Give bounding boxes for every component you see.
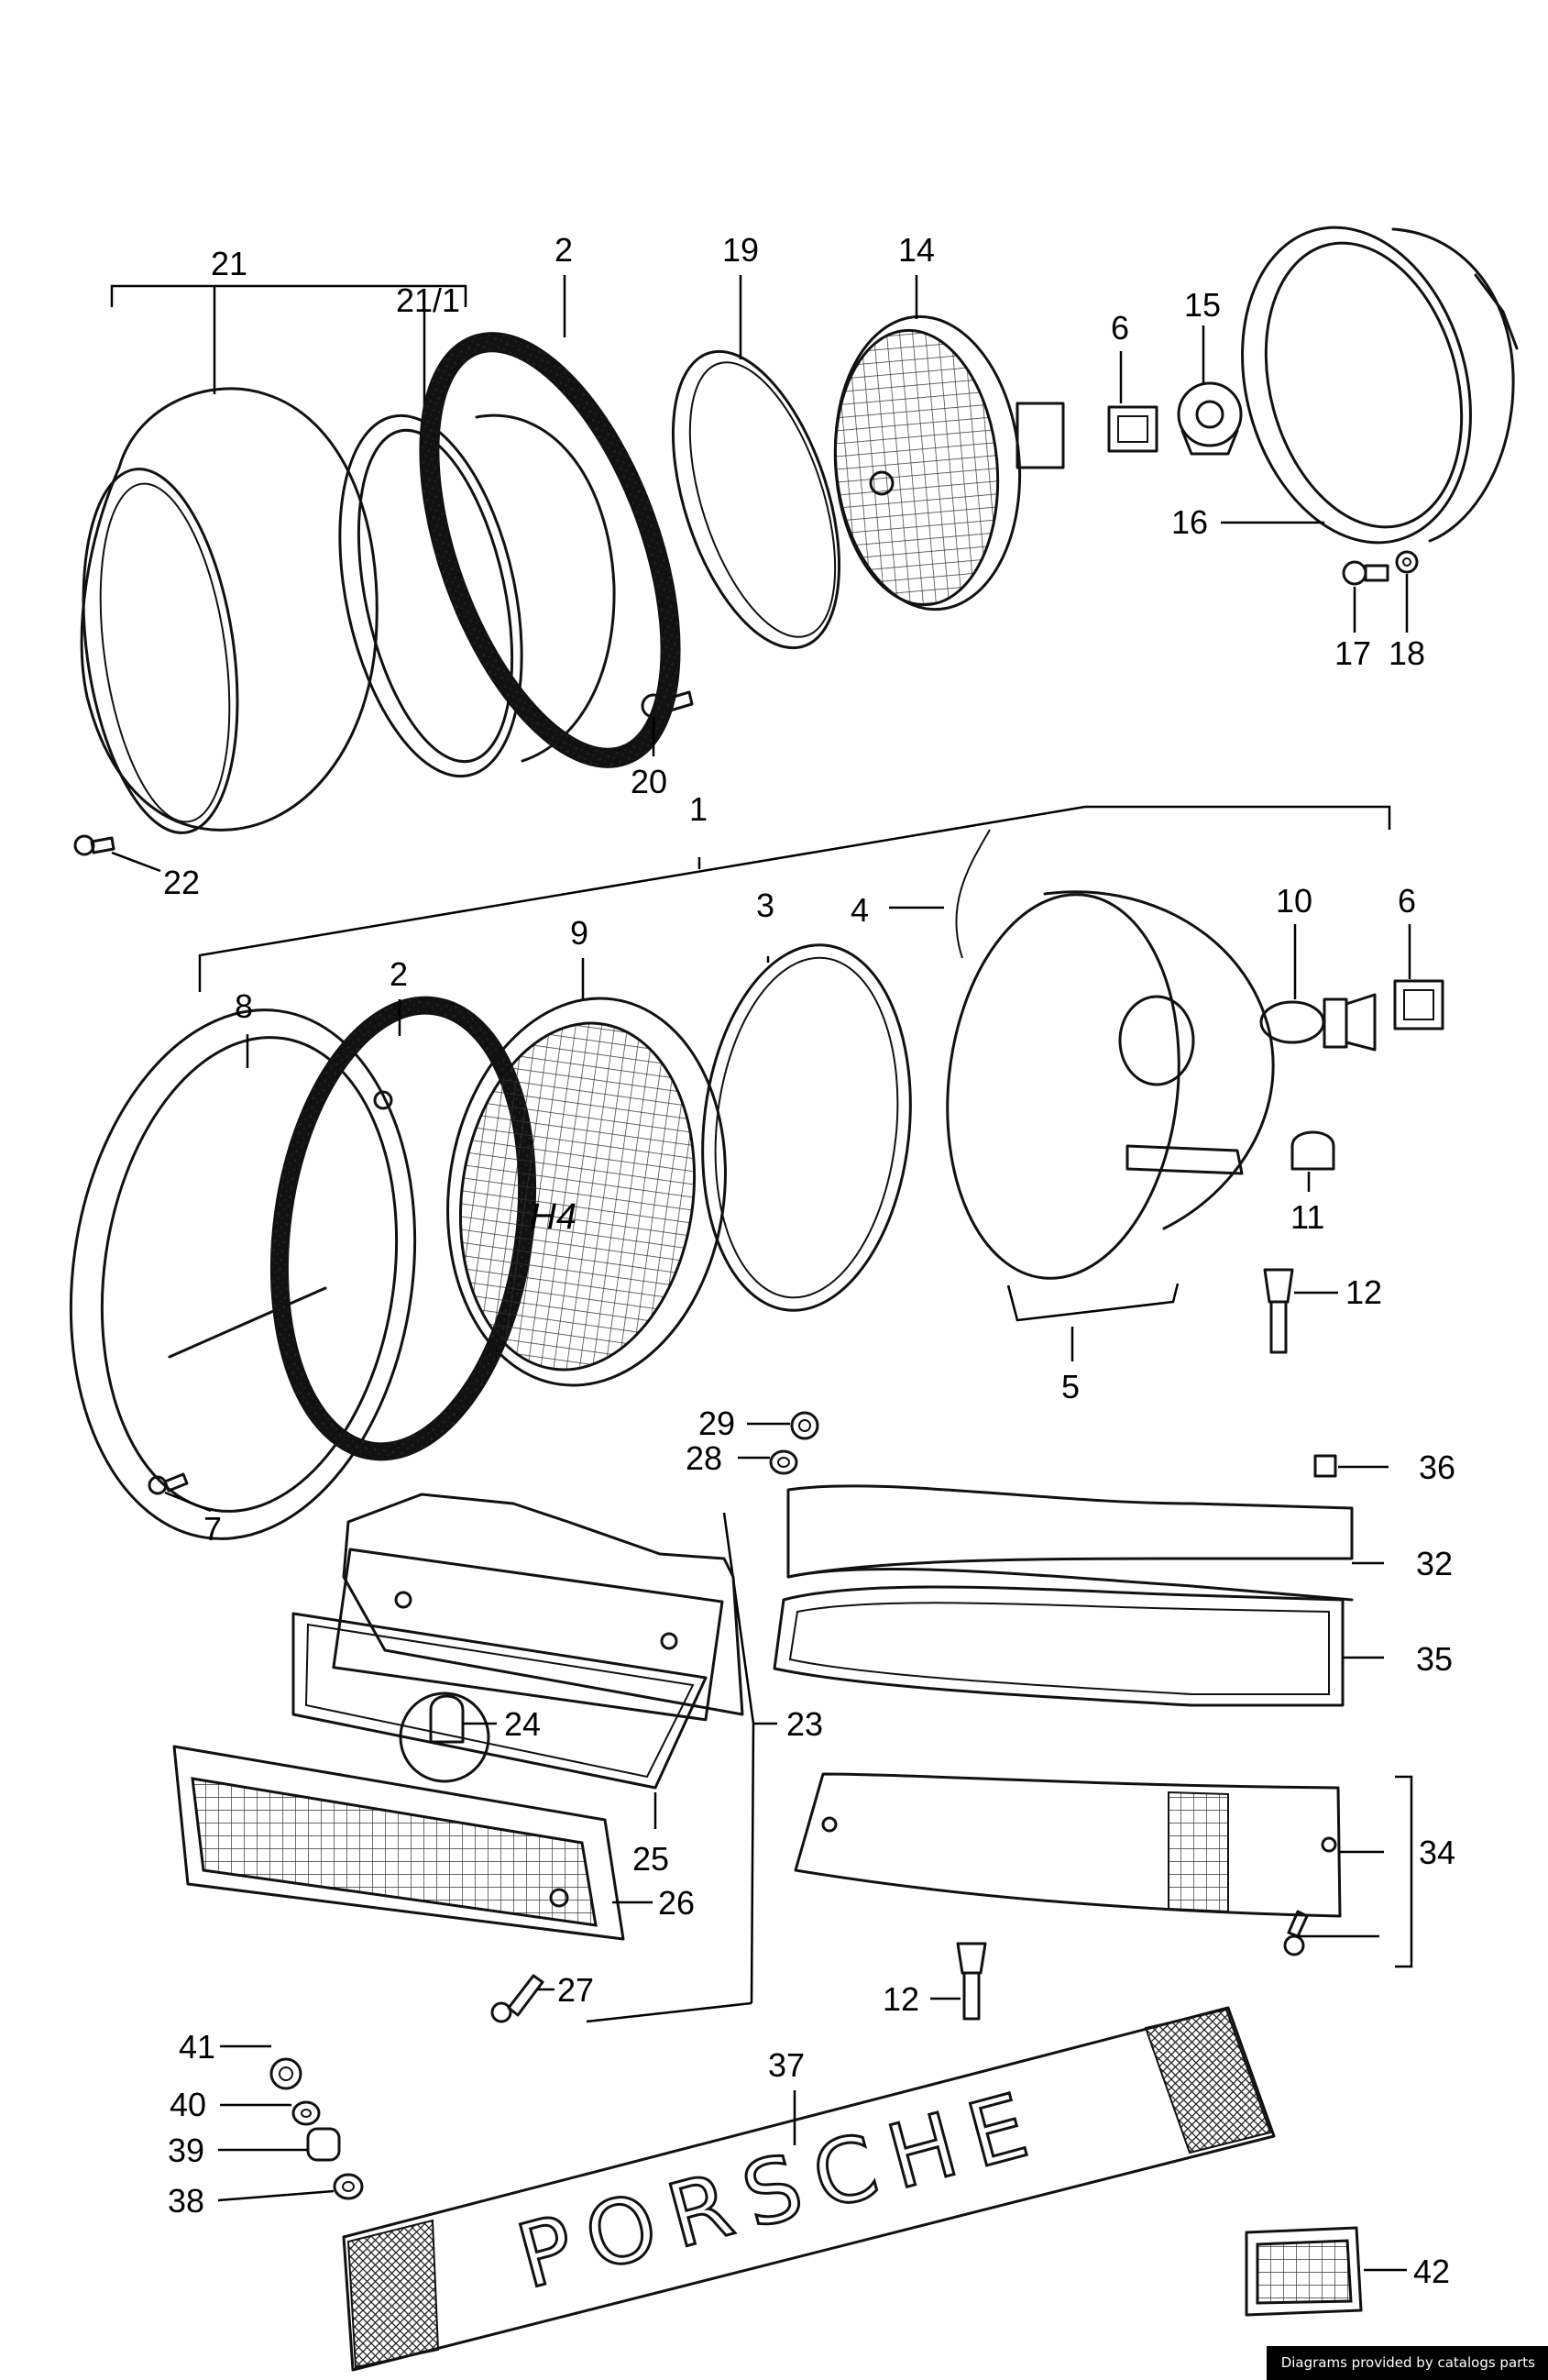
screw-22 <box>73 834 115 856</box>
callout-1: 1 <box>689 790 708 828</box>
callout-22: 22 <box>163 864 200 901</box>
callout-6-upper: 6 <box>1111 309 1129 347</box>
nut-41 <box>269 2057 302 2090</box>
tail-lamp-housing <box>786 1484 1354 1602</box>
callout-26: 26 <box>658 1884 695 1922</box>
brand-text: PORSCHE <box>507 2070 1053 2308</box>
nut-29 <box>790 1411 819 1440</box>
callout-2-lower: 2 <box>390 955 408 993</box>
side-marker-lamp <box>1245 2226 1363 2317</box>
callout-12-lower: 12 <box>883 1980 919 2018</box>
headlamp-cowl <box>80 387 379 834</box>
callout-38: 38 <box>168 2182 204 2220</box>
callout-12-upper: 12 <box>1345 1273 1382 1311</box>
washer-40 <box>291 2100 321 2126</box>
connector-plug-upper <box>1107 405 1158 453</box>
spacer-39 <box>306 2127 341 2162</box>
headlamp-lens: H4 <box>446 997 727 1387</box>
headlamp-housing <box>1241 226 1519 545</box>
screw-34 <box>1283 1910 1309 1956</box>
callout-10: 10 <box>1276 882 1312 920</box>
callout-11: 11 <box>1290 1198 1324 1236</box>
callout-19: 19 <box>722 231 759 269</box>
tail-lamp-lens <box>794 1772 1342 1918</box>
callout-4: 4 <box>851 891 869 929</box>
headlamp-trim-ring <box>338 413 616 778</box>
retaining-ring <box>671 349 841 650</box>
washer-28 <box>769 1449 798 1475</box>
callout-37: 37 <box>768 2046 805 2084</box>
sealing-ring-upper <box>419 332 681 768</box>
callout-42: 42 <box>1413 2253 1450 2290</box>
porsche-reflector-strip: PORSCHE <box>342 2006 1276 2372</box>
callout-14: 14 <box>898 231 935 269</box>
indicator-housing <box>332 1493 744 1722</box>
lens-retainer-ring <box>701 943 912 1312</box>
sealed-beam-unit <box>833 314 1065 612</box>
callout-3: 3 <box>756 887 774 924</box>
callout-5: 5 <box>1061 1368 1080 1405</box>
headlamp-ring <box>69 1008 417 1540</box>
callout-24: 24 <box>504 1705 541 1743</box>
callout-28: 28 <box>686 1439 722 1477</box>
clip-36 <box>1313 1454 1337 1478</box>
indicator-gasket <box>291 1612 708 1790</box>
screw-27 <box>490 1974 544 2023</box>
callout-36: 36 <box>1419 1449 1455 1486</box>
connector-plug-lower <box>1393 979 1444 1030</box>
callout-35: 35 <box>1416 1640 1453 1678</box>
callout-8: 8 <box>235 987 253 1025</box>
callout-20: 20 <box>631 763 667 800</box>
callout-9: 9 <box>570 914 588 952</box>
callout-32: 32 <box>1416 1545 1453 1582</box>
callout-27: 27 <box>557 1971 594 2009</box>
callout-15: 15 <box>1184 286 1221 324</box>
h4-bulb <box>1259 993 1377 1052</box>
callout-18: 18 <box>1389 634 1425 672</box>
callout-7: 7 <box>203 1510 222 1548</box>
indicator-bulb <box>399 1691 490 1783</box>
callout-29: 29 <box>698 1405 735 1442</box>
callout-23: 23 <box>786 1705 823 1743</box>
reflector-housing <box>946 829 1275 1280</box>
lens-mark: H4 <box>530 1196 576 1237</box>
callout-6-lower: 6 <box>1398 882 1416 920</box>
credit-badge: Diagrams provided by catalogs parts <box>1266 2346 1548 2380</box>
bulb-socket <box>1177 381 1243 456</box>
screw-17 <box>1342 560 1389 586</box>
callout-40: 40 <box>170 2086 206 2123</box>
indicator-lens <box>172 1745 625 1941</box>
clip-upper <box>1263 1268 1294 1354</box>
callout-21-1: 21/1 <box>396 281 460 319</box>
parking-bulb <box>1290 1130 1335 1171</box>
callout-2-upper: 2 <box>554 231 573 269</box>
callout-34: 34 <box>1419 1834 1455 1871</box>
callout-16: 16 <box>1171 503 1208 541</box>
nut-18 <box>1395 550 1419 574</box>
callout-39: 39 <box>168 2132 204 2169</box>
washer-38 <box>333 2173 364 2200</box>
callout-25: 25 <box>632 1840 669 1878</box>
clip-lower <box>956 1942 987 2021</box>
callout-17: 17 <box>1334 634 1371 672</box>
callout-41: 41 <box>179 2028 215 2066</box>
tail-lamp-gasket <box>773 1585 1345 1707</box>
callout-21: 21 <box>211 245 247 282</box>
screw-7 <box>148 1472 189 1495</box>
